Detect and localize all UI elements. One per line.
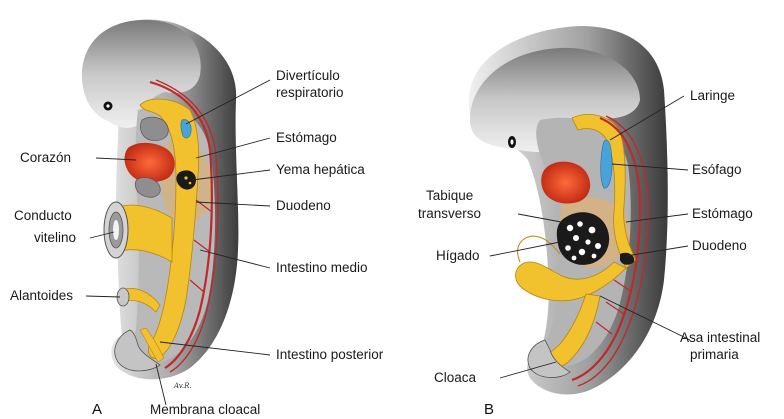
label-conducto-vitelino-2: vitelino xyxy=(34,230,76,245)
label-asa-intestinal-2: primaria xyxy=(690,347,739,362)
panel-b-embryo xyxy=(469,26,668,394)
label-membrana-cloacal: Membrana cloacal xyxy=(150,402,260,417)
label-duodeno-b: Duodeno xyxy=(692,238,747,253)
label-cloaca: Cloaca xyxy=(434,370,477,385)
panel-b-respiratory xyxy=(601,140,612,188)
label-conducto-vitelino-1: Conducto xyxy=(14,208,72,223)
panel-b-letter: B xyxy=(484,401,494,418)
label-tabique-transverso-2: transverso xyxy=(418,206,481,221)
label-intestino-medio: Intestino medio xyxy=(276,260,368,275)
label-higado: Hígado xyxy=(436,248,480,263)
label-alantoides: Alantoides xyxy=(10,288,73,303)
label-yema-hepatica: Yema hepática xyxy=(276,162,365,177)
label-tabique-transverso-1: Tabique xyxy=(426,188,473,203)
label-corazon: Corazón xyxy=(20,150,71,165)
label-diverticulo-respiratorio-2: respiratorio xyxy=(276,85,344,100)
panel-a-embryo xyxy=(82,20,239,380)
label-estomago-b: Estómago xyxy=(692,206,753,221)
panel-b-liver xyxy=(557,212,609,265)
label-intestino-posterior: Intestino posterior xyxy=(276,347,384,362)
label-laringe: Laringe xyxy=(690,88,735,103)
label-estomago-a: Estómago xyxy=(276,130,337,145)
artist-signature: Av.R. xyxy=(173,382,192,390)
label-esofago: Esófago xyxy=(692,162,742,177)
label-diverticulo-respiratorio-1: Divertículo xyxy=(276,68,340,83)
label-asa-intestinal-1: Asa intestinal xyxy=(680,330,760,345)
label-duodeno-a: Duodeno xyxy=(276,198,331,213)
panel-a-letter: A xyxy=(92,401,102,418)
